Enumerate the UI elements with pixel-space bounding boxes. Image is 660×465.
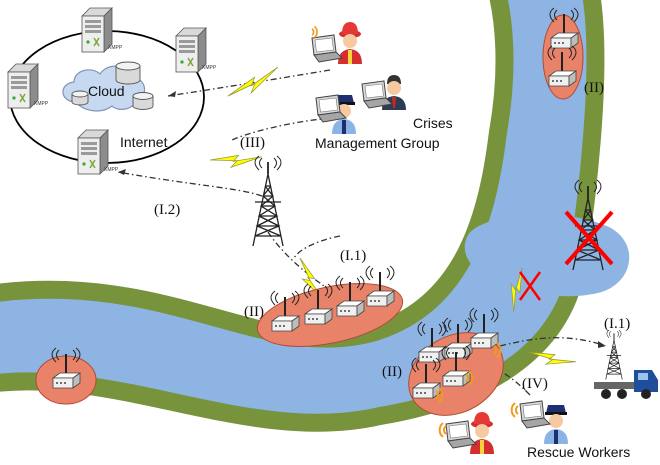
arrowhead: [168, 91, 176, 97]
link-label-i2: (I.2): [154, 202, 180, 218]
server-tag: XMPP: [202, 65, 217, 71]
link-label-i1-right: (I.1): [604, 316, 630, 332]
riverbank-inner: [0, 0, 514, 348]
server-tag: XMPP: [108, 45, 123, 51]
broken-link-cross-icon: [518, 271, 542, 301]
server-icon: XMPP: [81, 7, 123, 53]
arrowhead: [598, 341, 606, 348]
truck-icon: [594, 370, 658, 399]
link-label-iv: (IV): [522, 376, 548, 392]
lightning-bolt-icon: [227, 52, 279, 111]
link-iii: [231, 117, 331, 141]
database-icon: [115, 61, 141, 85]
destroyed-tower-cross-icon: [564, 210, 614, 266]
internet-label: Internet: [120, 134, 168, 150]
crisis-label-line1: Crises: [413, 115, 453, 131]
database-icon: [71, 90, 89, 106]
link-label-i1-center: (I.1): [340, 248, 366, 264]
link-i1-center: [267, 231, 331, 291]
river: [0, 0, 596, 417]
server-icon: XMPP: [77, 129, 119, 175]
laptop-icon: [311, 34, 343, 63]
wifi-signal-icon: [311, 25, 318, 39]
link-i1-right: [499, 337, 607, 347]
server-icon: XMPP: [7, 63, 49, 109]
server-tag: XMPP: [104, 167, 119, 173]
server-tag: XMPP: [34, 101, 49, 107]
server-icon: XMPP: [175, 27, 217, 73]
crisis-label-line2: Management Group: [315, 135, 440, 151]
wifi-signal-icon: [438, 422, 447, 438]
link-i1-center-return: [293, 235, 341, 259]
cloud-label: Cloud: [88, 83, 125, 99]
laptop-icon: [361, 80, 393, 109]
arrowhead: [118, 169, 126, 175]
link-label-iii: (III): [240, 135, 265, 151]
cell-tower-icon: [605, 329, 623, 381]
rescue-label: Rescue Workers: [527, 444, 630, 460]
firefighter-icon: [470, 412, 494, 454]
database-icon: [132, 92, 154, 110]
link-tower-to-internet: [117, 171, 263, 197]
wifi-signal-icon: [510, 402, 519, 418]
group-label-ii-center: (II): [244, 304, 264, 320]
group-label-ii-bottom: (II): [382, 364, 402, 380]
group-label-ii-top: (II): [584, 80, 604, 96]
